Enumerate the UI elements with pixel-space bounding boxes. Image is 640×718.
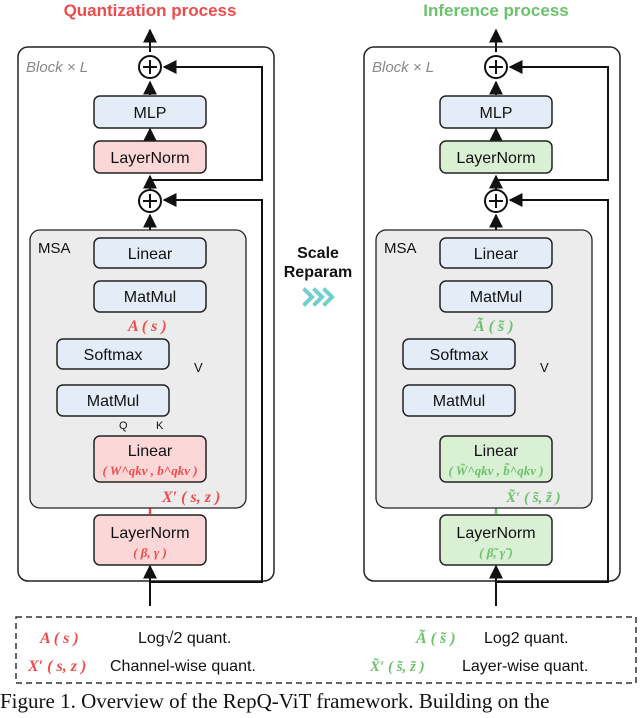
matmul-bottom-label-right: MatMul [433, 393, 485, 410]
inference-title: Inference process [423, 1, 569, 20]
matmul-top-label-right: MatMul [470, 289, 522, 306]
matmul-top-label: MatMul [124, 289, 176, 306]
legend: A ( s ) Log√2 quant. Ã ( s̃ ) Log2 quant… [15, 616, 637, 684]
linear-qkv-box [93, 435, 207, 483]
scale-reparam: Scale Reparam [284, 245, 352, 307]
quantization-title: Quantization process [64, 1, 237, 20]
attn-quant-label-right: Ã ( s̃ ) [473, 316, 514, 335]
add-top-node-right [484, 55, 508, 79]
mlp-box-right [439, 95, 553, 129]
softmax-label-right: Softmax [430, 347, 489, 364]
legend-input-green: X̃′ ( s̃, z̃ ) [369, 657, 425, 675]
msa-label: MSA [38, 240, 71, 257]
layernorm-box-right [439, 140, 553, 174]
legend-attn-red-desc: Log√2 quant. [138, 630, 231, 647]
mlp-label-right: MLP [480, 105, 513, 122]
k-label: K [156, 420, 164, 432]
figure-caption: Figure 1. Overview of the RepQ-ViT frame… [0, 689, 550, 713]
legend-input-green-desc: Layer-wise quant. [462, 658, 588, 675]
layernorm-in-label: LayerNorm [110, 525, 189, 542]
layernorm-label-right: LayerNorm [456, 150, 535, 167]
linear-out-label: Linear [128, 246, 173, 263]
matmul-top-box-right [439, 280, 553, 313]
residual-1-arrow [150, 193, 263, 583]
inference-panel: Inference process Block × L MLP [363, 1, 621, 606]
residual-2-arrow-right [496, 60, 609, 181]
input-quant-label: X′ ( s, z ) [161, 489, 220, 506]
softmax-box [56, 338, 170, 370]
softmax-box-right [402, 338, 516, 370]
msa-label-right: MSA [384, 240, 417, 257]
add-mid-node-right [484, 189, 508, 213]
linear-out-label-right: Linear [474, 246, 519, 263]
legend-input-red-desc: Channel-wise quant. [110, 658, 256, 675]
q-label: Q [119, 420, 128, 432]
linear-qkv-box-right [439, 435, 553, 483]
v-label-right: V [540, 360, 549, 375]
block-label: Block × L [26, 59, 88, 76]
v-label: V [194, 360, 203, 375]
legend-attn-green-desc: Log2 quant. [484, 630, 569, 647]
linear-qkv-label-right: Linear [474, 443, 519, 460]
quantization-panel: Quantization process Block × L [17, 1, 275, 606]
softmax-label: Softmax [84, 347, 143, 364]
legend-input-red: X′ ( s, z ) [27, 658, 86, 675]
legend-attn-green: Ã ( s̃ ) [415, 628, 456, 647]
linear-qkv-label: Linear [128, 443, 173, 460]
linear-out-box-right [439, 237, 553, 269]
matmul-bottom-box-right [402, 384, 516, 417]
layernorm-box [93, 140, 207, 174]
legend-frame [15, 616, 637, 684]
add-mid-node [138, 189, 162, 213]
linear-qkv-params-right: ( W̃^qkv , b̃^qkv ) [448, 463, 543, 478]
layernorm-label: LayerNorm [110, 150, 189, 167]
residual-2-arrow [150, 60, 263, 181]
matmul-bottom-label: MatMul [87, 393, 139, 410]
matmul-top-box [93, 280, 207, 313]
input-quant-label-right: X̃′ ( s̃, z̃ ) [505, 488, 561, 506]
linear-qkv-params: ( W^qkv , b^qkv ) [102, 463, 197, 478]
mlp-box [93, 95, 207, 129]
add-top-node [138, 55, 162, 79]
chevrons-icon [302, 287, 335, 307]
residual-1-arrow-right [496, 193, 609, 583]
layernorm-in-box [93, 514, 207, 566]
layernorm-in-box-right [439, 514, 553, 566]
reparam-line1: Scale [297, 245, 339, 262]
block-label-right: Block × L [372, 59, 434, 76]
layernorm-in-params: ( β, γ ) [133, 545, 167, 560]
legend-attn-red: A ( s ) [39, 630, 79, 647]
attn-quant-label: A ( s ) [127, 318, 167, 335]
reparam-line2: Reparam [284, 264, 352, 281]
layernorm-in-label-right: LayerNorm [456, 525, 535, 542]
matmul-bottom-box [56, 384, 170, 417]
layernorm-in-params-right: ( β̃, γ̃ ) [479, 545, 513, 560]
linear-out-box [93, 237, 207, 269]
mlp-label: MLP [134, 105, 167, 122]
